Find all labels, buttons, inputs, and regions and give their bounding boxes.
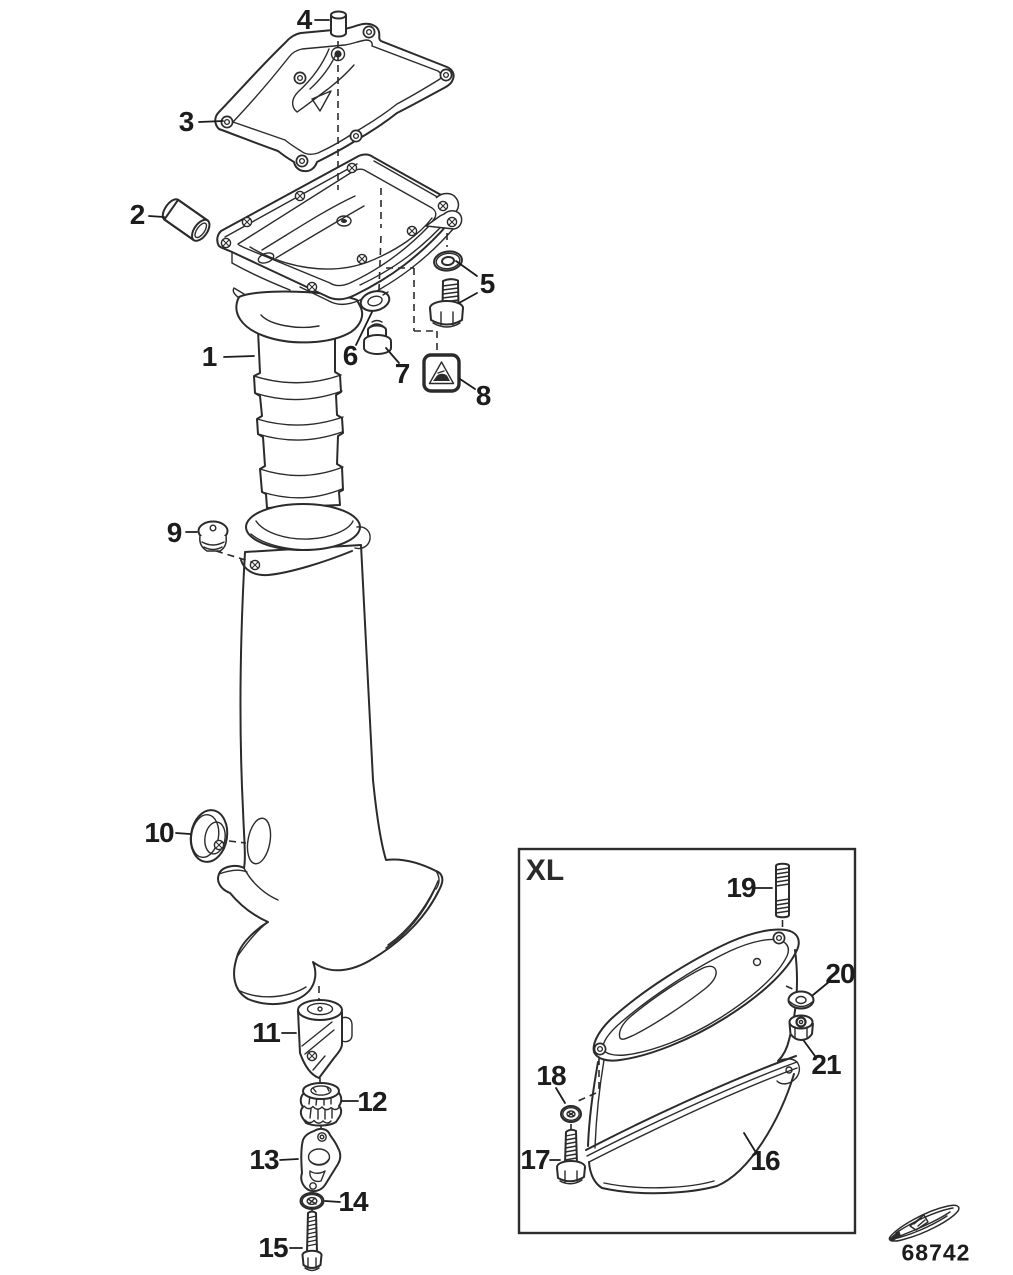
callout-21: 21	[811, 1049, 841, 1080]
bolt-5	[429, 278, 464, 328]
driveshaft-tube	[253, 327, 344, 509]
plug-9	[197, 520, 229, 552]
callout-leader-lines	[148, 19, 831, 1249]
callout-13: 13	[249, 1144, 279, 1175]
callout-9: 9	[166, 517, 183, 548]
callout-18: 18	[536, 1060, 566, 1091]
callout-20: 20	[825, 958, 855, 989]
callout-12: 12	[357, 1086, 387, 1117]
dowel-pin	[330, 10, 347, 38]
washer-14	[299, 1192, 325, 1210]
drawing-number: 68742	[901, 1239, 971, 1266]
tube-upper-bell	[232, 287, 364, 344]
bracket-13	[300, 1127, 342, 1193]
callout-11: 11	[252, 1017, 281, 1048]
warning-decal	[422, 353, 461, 393]
extension-housing-16	[585, 928, 801, 1195]
boat-logo-icon	[888, 1204, 960, 1242]
nut-7	[363, 319, 392, 355]
callout-4: 4	[296, 4, 313, 35]
bushing	[161, 198, 211, 242]
washer-6	[359, 290, 391, 312]
assembly-dashed-lines	[215, 41, 448, 1213]
driveshaft-housing-body	[217, 544, 444, 1006]
tube-lower-flange	[240, 503, 371, 577]
xl-inset-label: XL	[525, 854, 565, 887]
callout-16: 16	[750, 1145, 780, 1176]
stud-19	[775, 862, 790, 919]
adapter-plate	[216, 153, 463, 305]
bolt-15	[301, 1210, 323, 1272]
callout-1: 1	[201, 341, 218, 372]
callout-10: 10	[144, 817, 174, 848]
callout-5: 5	[479, 268, 496, 299]
spline-coupler-12	[299, 1082, 343, 1127]
washer-18	[560, 1105, 582, 1123]
xl-inset-box	[517, 847, 857, 1235]
callout-14: 14	[338, 1186, 368, 1217]
washer-20	[787, 990, 815, 1010]
mount-11	[297, 999, 353, 1079]
callout-8: 8	[475, 380, 492, 411]
callout-17: 17	[520, 1144, 550, 1175]
gasket	[214, 22, 455, 173]
washer-5	[433, 250, 463, 272]
callout-3: 3	[178, 106, 195, 137]
grommet-10	[189, 809, 229, 863]
callout-2: 2	[129, 199, 146, 230]
callout-6: 6	[342, 340, 359, 371]
nut-21	[788, 1014, 814, 1041]
callout-7: 7	[394, 358, 411, 389]
callout-15: 15	[258, 1232, 288, 1263]
callout-19: 19	[726, 872, 756, 903]
bolt-17	[556, 1128, 586, 1185]
